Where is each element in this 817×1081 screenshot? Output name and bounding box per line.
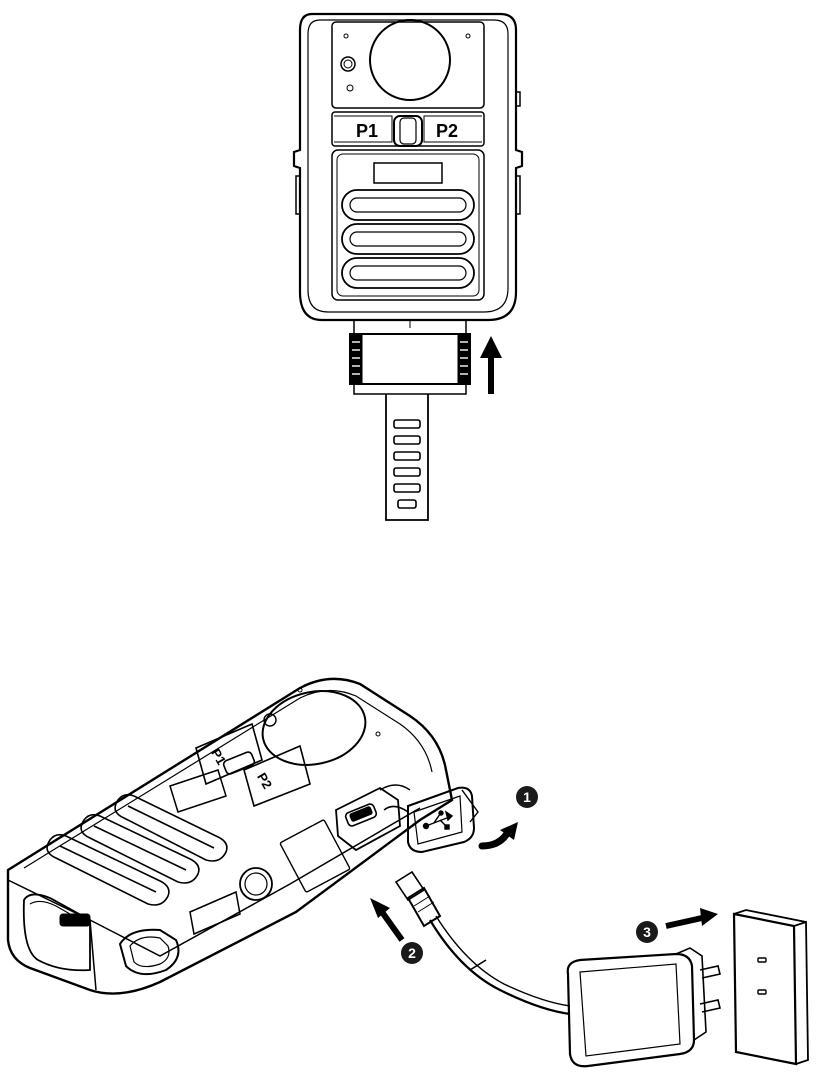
button-label-p1-iso: P1 [208, 746, 229, 767]
usb-cable [396, 872, 570, 1014]
device-charging-view [8, 679, 808, 1066]
device-front-view [294, 14, 522, 520]
speaker-grille-iso [47, 795, 227, 905]
step-3-callout: 3 [636, 921, 658, 943]
svg-text:3: 3 [643, 924, 651, 940]
step-1-callout: 1 [516, 786, 538, 808]
arrow-up-left-icon [370, 898, 402, 940]
speaker-grille [342, 190, 474, 288]
button-label-p2: P2 [436, 121, 458, 141]
insert-arrow-icon [480, 336, 502, 394]
wall-outlet [734, 910, 808, 1064]
arrow-right-icon [666, 908, 718, 926]
power-adapter [568, 948, 720, 1066]
usb-icon [424, 811, 453, 829]
step-2-callout: 2 [401, 942, 423, 964]
svg-text:1: 1 [523, 789, 531, 805]
button-label-p2-iso: P2 [254, 770, 275, 791]
svg-text:2: 2 [408, 945, 416, 961]
curved-arrow-icon [482, 822, 518, 846]
button-label-p1: P1 [356, 121, 378, 141]
